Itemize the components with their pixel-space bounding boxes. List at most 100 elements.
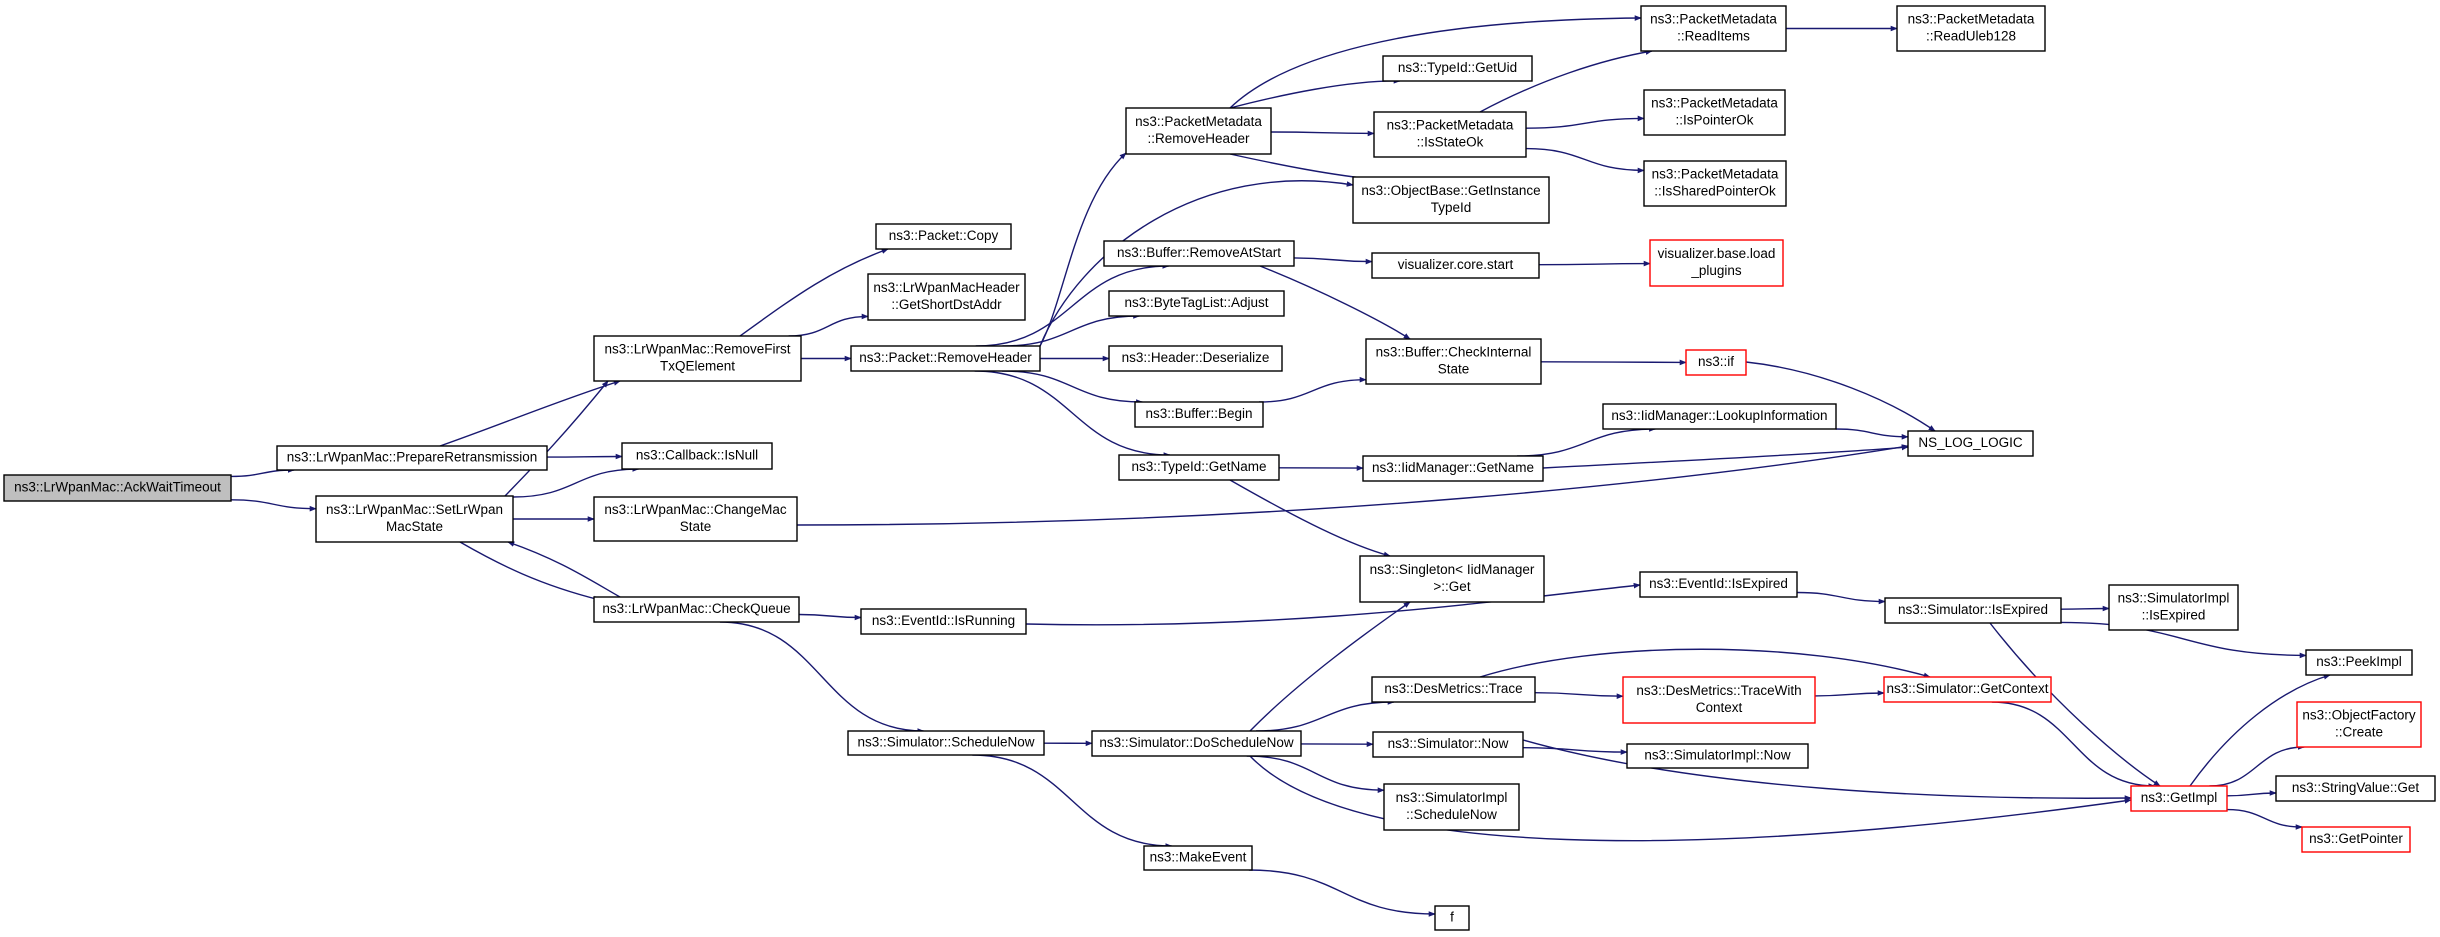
function-node-box[interactable] <box>847 730 1045 756</box>
function-node[interactable]: ns3::GetImpl <box>2130 785 2228 812</box>
function-node[interactable]: ns3::Simulator::Now <box>1372 731 1524 758</box>
function-node-box[interactable] <box>1434 905 1470 931</box>
function-node[interactable]: ns3::EventId::IsRunning <box>860 608 1027 635</box>
function-node-box[interactable] <box>1643 160 1787 207</box>
function-node[interactable]: ns3::IidManager::GetName <box>1362 455 1544 482</box>
function-node-box[interactable] <box>3 474 232 502</box>
function-node-box[interactable] <box>1602 403 1837 430</box>
function-node-box[interactable] <box>1685 349 1747 376</box>
function-node[interactable]: ns3::PeekImpl <box>2305 649 2413 676</box>
function-node-box[interactable] <box>1362 455 1544 482</box>
function-node-box[interactable] <box>1103 240 1295 267</box>
function-node-box[interactable] <box>1108 290 1285 317</box>
function-node-box[interactable] <box>1883 676 2052 703</box>
function-node[interactable]: ns3::Packet::RemoveHeader <box>850 345 1041 372</box>
function-node-box[interactable] <box>1108 345 1283 372</box>
function-node-box[interactable] <box>1091 730 1302 757</box>
function-node-box[interactable] <box>2305 649 2413 676</box>
function-node-box[interactable] <box>1372 731 1524 758</box>
function-node-box[interactable] <box>1896 5 2046 52</box>
function-node[interactable]: ns3::Buffer::Begin <box>1134 401 1264 428</box>
function-node-box[interactable] <box>1371 676 1536 703</box>
function-node[interactable]: ns3::Simulator::DoScheduleNow <box>1091 730 1302 757</box>
function-node[interactable]: ns3::Singleton< IidManager>::Get <box>1359 555 1545 603</box>
function-node-box[interactable] <box>1884 597 2062 624</box>
function-node-box[interactable] <box>850 345 1041 372</box>
function-node-box[interactable] <box>875 223 1012 250</box>
function-node-box[interactable] <box>1373 111 1527 158</box>
function-node[interactable]: ns3::PacketMetadata::IsPointerOk <box>1643 89 1786 136</box>
function-node-box[interactable] <box>1134 401 1264 428</box>
function-node-box[interactable] <box>1365 338 1542 385</box>
function-node[interactable]: ns3::DesMetrics::Trace <box>1371 676 1536 703</box>
function-node[interactable]: visualizer.base.load_plugins <box>1649 239 1784 287</box>
function-node-box[interactable] <box>1643 89 1786 136</box>
function-node-box[interactable] <box>1383 783 1520 831</box>
function-node-box[interactable] <box>1143 845 1253 871</box>
function-node[interactable]: ns3::IidManager::LookupInformation <box>1602 403 1837 430</box>
function-node-box[interactable] <box>2275 775 2436 802</box>
function-node-box[interactable] <box>1640 5 1787 52</box>
function-node[interactable]: ns3::ObjectFactory::Create <box>2296 701 2422 748</box>
function-node[interactable]: ns3::LrWpanMac::PrepareRetransmission <box>276 445 548 471</box>
function-node[interactable]: ns3::PacketMetadata::IsSharedPointerOk <box>1643 160 1787 207</box>
function-node-box[interactable] <box>315 495 514 543</box>
function-node-box[interactable] <box>860 608 1027 635</box>
function-node[interactable]: ns3::LrWpanMac::CheckQueue <box>593 596 800 623</box>
function-node[interactable]: ns3::SimulatorImpl::ScheduleNow <box>1383 783 1520 831</box>
function-node[interactable]: ns3::SimulatorImpl::IsExpired <box>2108 584 2239 631</box>
function-node[interactable]: ns3::Header::Deserialize <box>1108 345 1283 372</box>
function-node[interactable]: ns3::ByteTagList::Adjust <box>1108 290 1285 317</box>
function-node-box[interactable] <box>2108 584 2239 631</box>
function-node[interactable]: ns3::Buffer::RemoveAtStart <box>1103 240 1295 267</box>
function-node-box[interactable] <box>1359 555 1545 603</box>
function-node[interactable]: ns3::Callback::IsNull <box>621 442 773 470</box>
root-function-node[interactable]: ns3::LrWpanMac::AckWaitTimeout <box>3 474 232 502</box>
function-node[interactable]: ns3::EventId::IsExpired <box>1639 571 1798 598</box>
function-node[interactable]: ns3::StringValue::Get <box>2275 775 2436 802</box>
function-node[interactable]: ns3::Packet::Copy <box>875 223 1012 250</box>
function-node[interactable]: visualizer.core.start <box>1371 252 1540 279</box>
function-node-box[interactable] <box>2301 826 2411 853</box>
function-node-box[interactable] <box>1352 176 1550 224</box>
function-node-box[interactable] <box>2130 785 2228 812</box>
function-node[interactable]: ns3::PacketMetadata::ReadUleb128 <box>1896 5 2046 52</box>
function-node-box[interactable] <box>1639 571 1798 598</box>
function-node[interactable]: ns3::Simulator::ScheduleNow <box>847 730 1045 756</box>
function-node[interactable]: ns3::Simulator::GetContext <box>1883 676 2052 703</box>
function-node[interactable]: ns3::PacketMetadata::RemoveHeader <box>1125 107 1272 155</box>
function-node[interactable]: ns3::PacketMetadata::IsStateOk <box>1373 111 1527 158</box>
function-node[interactable]: f <box>1434 905 1470 931</box>
function-node-box[interactable] <box>1907 430 2034 457</box>
function-node[interactable]: ns3::if <box>1685 349 1747 376</box>
function-node-box[interactable] <box>1626 743 1809 769</box>
function-node[interactable]: ns3::TypeId::GetName <box>1118 454 1280 481</box>
function-node-box[interactable] <box>2296 701 2422 748</box>
function-node-box[interactable] <box>593 335 802 382</box>
function-node-box[interactable] <box>593 596 800 623</box>
function-node-box[interactable] <box>867 273 1026 321</box>
function-node[interactable]: ns3::LrWpanMacHeader::GetShortDstAddr <box>867 273 1026 321</box>
function-node-box[interactable] <box>1118 454 1280 481</box>
function-node[interactable]: ns3::Simulator::IsExpired <box>1884 597 2062 624</box>
function-node[interactable]: NS_LOG_LOGIC <box>1907 430 2034 457</box>
function-node-box[interactable] <box>276 445 548 471</box>
function-node-box[interactable] <box>1382 55 1533 82</box>
function-node-box[interactable] <box>621 442 773 470</box>
function-node-box[interactable] <box>1622 676 1816 724</box>
function-node-box[interactable] <box>1125 107 1272 155</box>
function-node[interactable]: ns3::TypeId::GetUid <box>1382 55 1533 82</box>
function-node[interactable]: ns3::PacketMetadata::ReadItems <box>1640 5 1787 52</box>
function-node[interactable]: ns3::MakeEvent <box>1143 845 1253 871</box>
function-node-box[interactable] <box>593 496 798 542</box>
function-node-box[interactable] <box>1371 252 1540 279</box>
function-node[interactable]: ns3::GetPointer <box>2301 826 2411 853</box>
function-node[interactable]: ns3::SimulatorImpl::Now <box>1626 743 1809 769</box>
function-node-box[interactable] <box>1649 239 1784 287</box>
